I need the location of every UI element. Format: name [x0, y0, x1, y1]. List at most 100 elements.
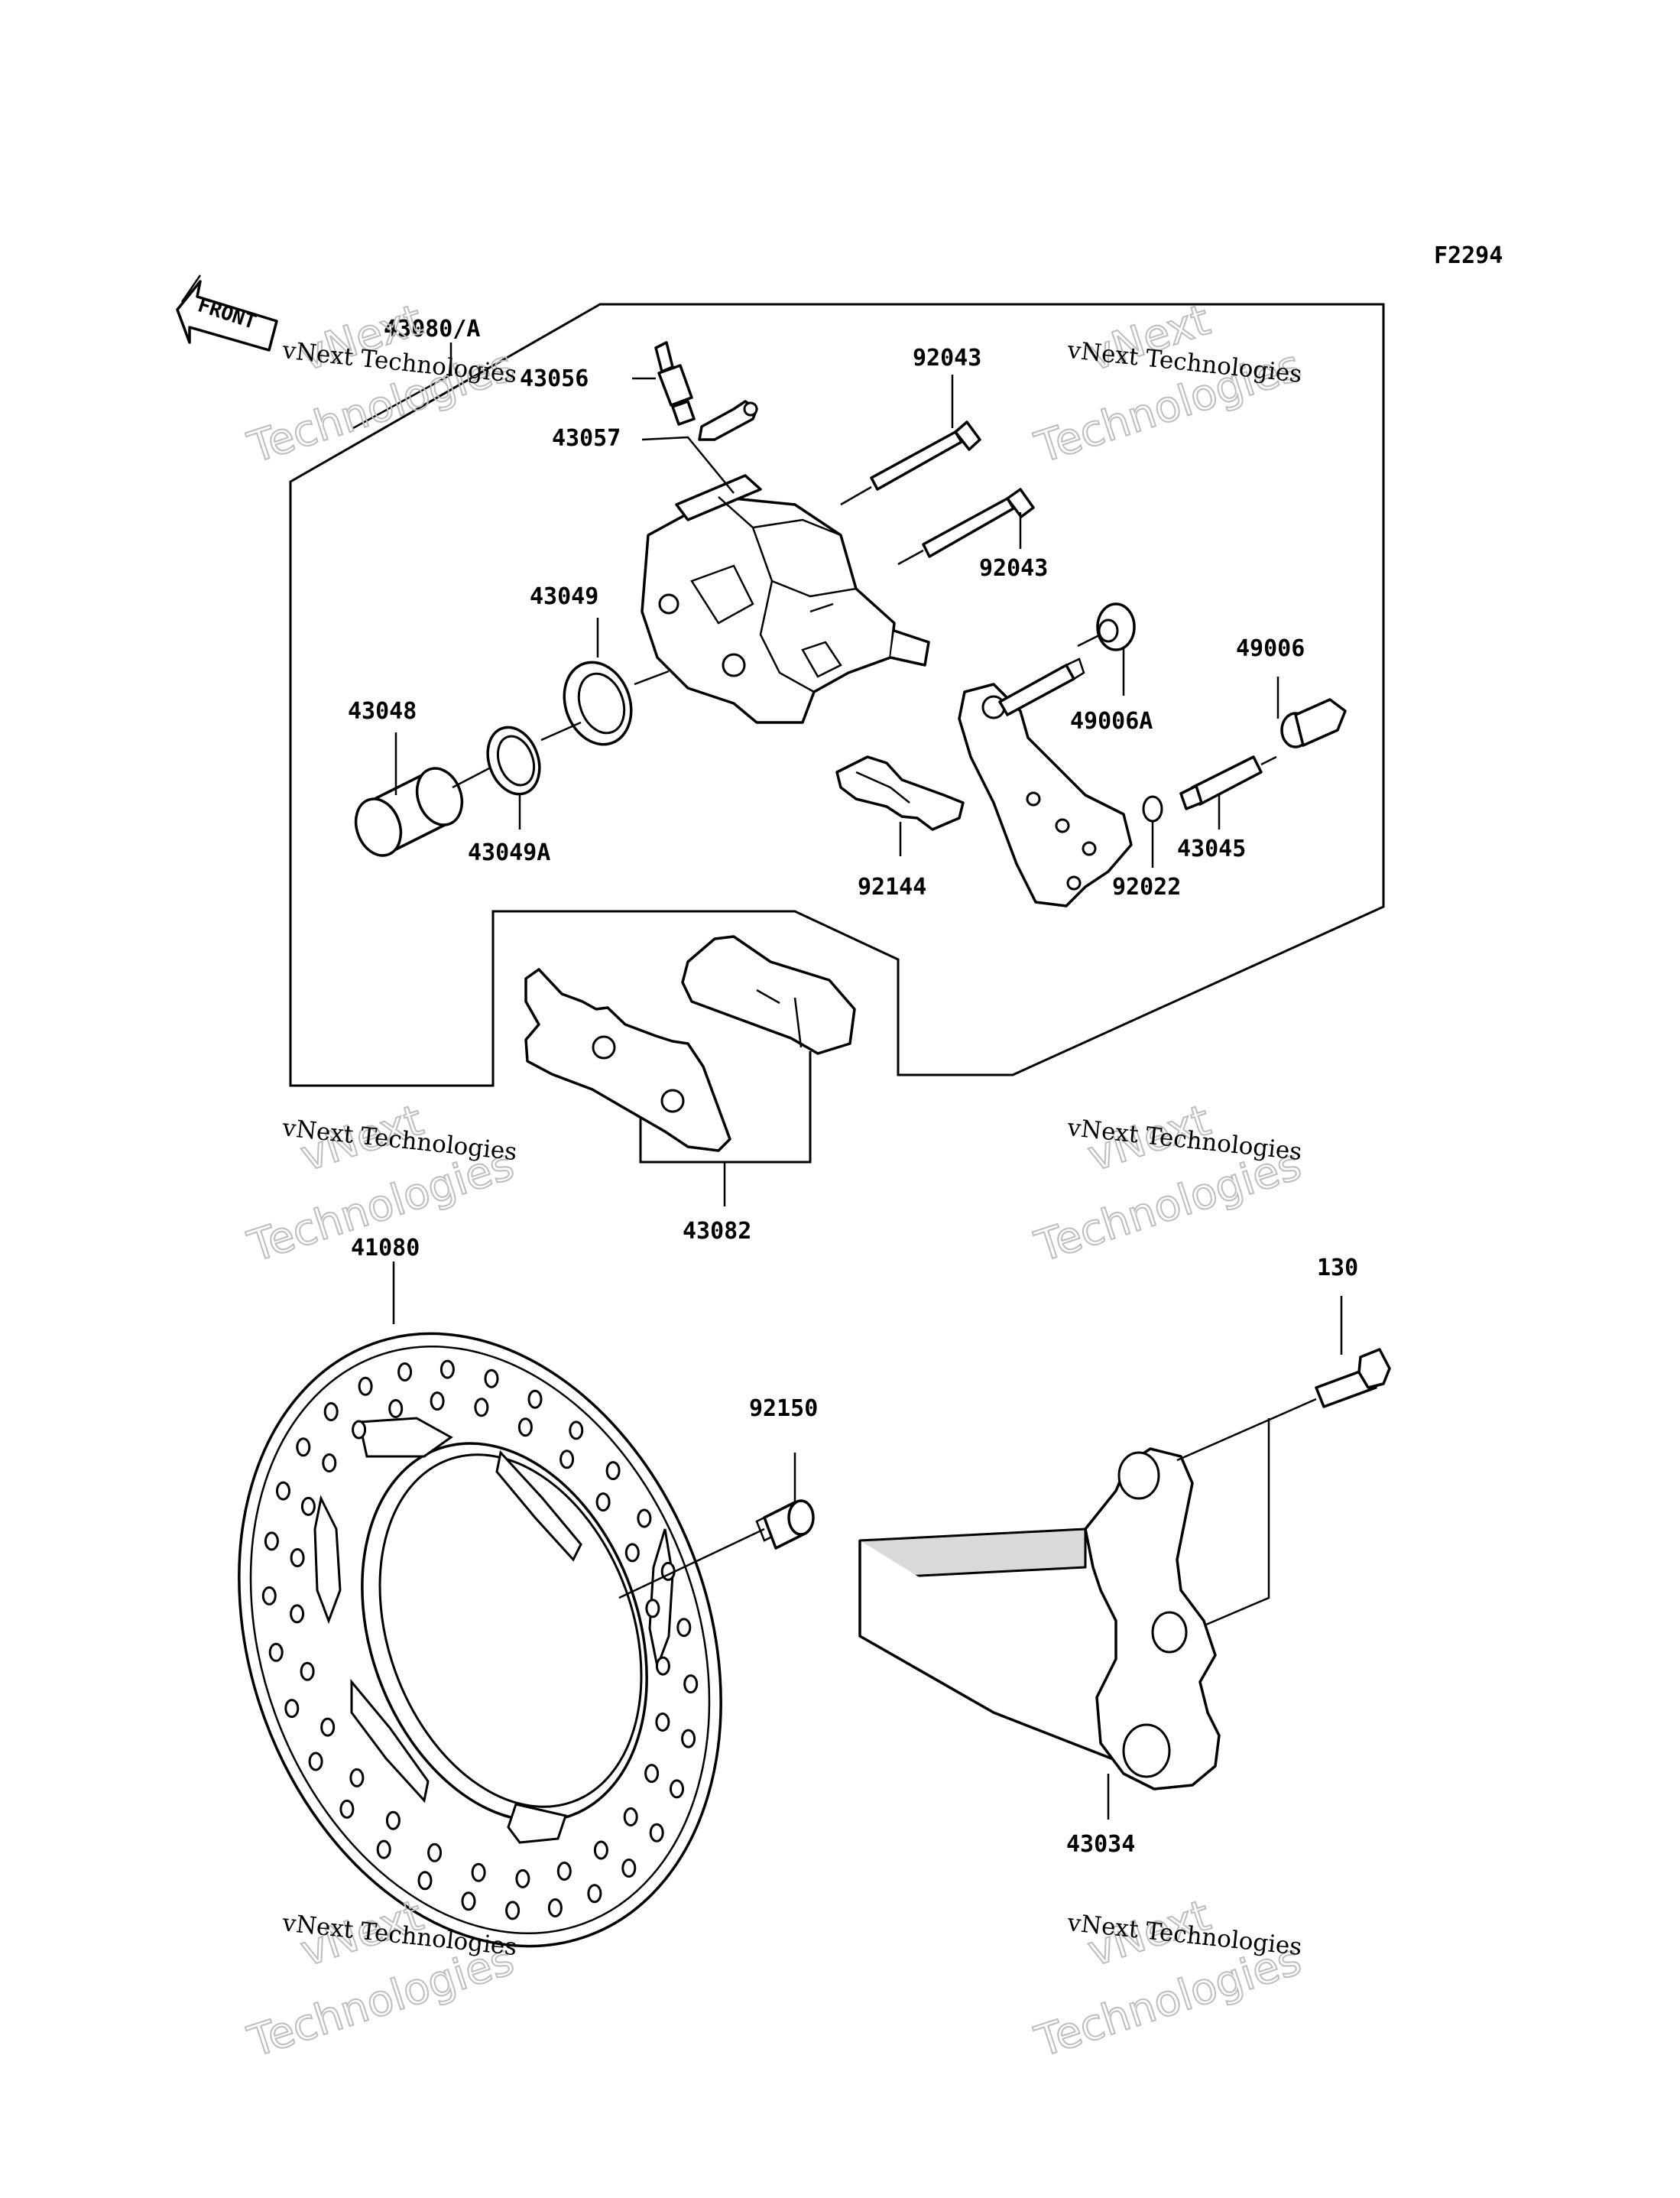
brake-disc-holes	[261, 1359, 699, 1920]
label-43048: 43048	[348, 698, 417, 725]
disc-vent-hole	[376, 1839, 391, 1859]
bleeder-valve	[654, 341, 696, 426]
brake-pad-front	[524, 968, 731, 1152]
brake-pad-back	[681, 935, 856, 1055]
disc-vent-hole	[587, 1884, 602, 1904]
label-92043-lower: 92043	[979, 555, 1048, 582]
disc-vent-hole	[517, 1417, 533, 1437]
disc-vent-hole	[474, 1398, 489, 1417]
bleeder-cap	[698, 400, 758, 441]
label-43080A: 43080/A	[384, 316, 480, 343]
disc-vent-hole	[527, 1389, 543, 1409]
disc-vent-hole	[644, 1764, 660, 1784]
circlip-92022	[1142, 795, 1163, 823]
watermark-middle-right: vNext Technologies vNext Technologies	[1029, 1095, 1308, 1273]
disc-vent-hole	[264, 1531, 279, 1551]
disc-vent-hole	[649, 1823, 664, 1842]
pin-43045	[1179, 755, 1277, 810]
disc-vent-hole	[268, 1642, 284, 1662]
disc-vent-hole	[388, 1399, 404, 1418]
disc-vent-hole	[505, 1901, 521, 1920]
disc-vent-hole	[623, 1807, 638, 1826]
disc-vent-hole	[515, 1868, 530, 1888]
disc-vent-hole	[569, 1420, 584, 1440]
disc-vent-hole	[322, 1453, 337, 1472]
caliper-assembly-outline	[289, 303, 1385, 1087]
disc-vent-hole	[417, 1871, 433, 1891]
disc-vent-hole	[320, 1717, 336, 1737]
bolt-130	[1315, 1348, 1391, 1408]
figure-code: F2294	[1434, 242, 1503, 269]
label-43082: 43082	[683, 1218, 751, 1245]
disc-vent-hole	[681, 1729, 696, 1748]
dust-seal-43049A	[486, 726, 541, 796]
boot-49006A	[1096, 602, 1136, 651]
disc-vent-hole	[427, 1842, 443, 1862]
disc-vent-hole	[339, 1799, 355, 1819]
label-92022: 92022	[1112, 874, 1181, 901]
disc-vent-hole	[645, 1599, 660, 1618]
caliper-bracket-small	[958, 633, 1133, 907]
label-92150: 92150	[749, 1395, 818, 1422]
disc-vent-hole	[290, 1604, 305, 1624]
disc-vent-hole	[349, 1768, 365, 1787]
bolt-130-leader	[1176, 1398, 1317, 1626]
boot-49006	[1280, 698, 1347, 748]
disc-vent-hole	[461, 1891, 476, 1911]
disc-vent-hole	[358, 1376, 373, 1396]
disc-vent-hole	[670, 1779, 684, 1799]
disc-vent-hole	[261, 1586, 277, 1605]
disc-vent-hole	[559, 1450, 575, 1469]
piston-seal-43049	[563, 661, 633, 746]
disc-vent-hole	[621, 1859, 637, 1878]
disc-bolt-92150	[755, 1499, 815, 1550]
watermark-top-right: vNext Technologies vNext Technologies	[1029, 294, 1308, 474]
slide-pin-upper	[840, 420, 981, 506]
disc-vent-hole	[296, 1437, 311, 1457]
disc-vent-hole	[439, 1359, 455, 1379]
disc-vent-hole	[605, 1461, 621, 1481]
disc-vent-hole	[471, 1862, 486, 1882]
label-49006: 49006	[1236, 635, 1305, 662]
disc-vent-hole	[300, 1661, 315, 1681]
caliper-body	[641, 474, 930, 724]
disc-vent-hole	[547, 1898, 563, 1917]
label-49006A: 49006A	[1070, 708, 1153, 735]
label-43045: 43045	[1177, 836, 1246, 862]
label-41080: 41080	[351, 1235, 420, 1261]
disc-vent-hole	[323, 1402, 339, 1421]
piston-axis	[452, 670, 670, 789]
caliper-bracket-43034	[858, 1447, 1221, 1791]
disc-vent-hole	[290, 1548, 305, 1567]
label-43034: 43034	[1066, 1831, 1135, 1858]
disc-vent-hole	[593, 1840, 608, 1860]
disc-vent-hole	[655, 1656, 670, 1676]
disc-vent-hole	[276, 1481, 290, 1501]
disc-vent-hole	[430, 1391, 445, 1411]
leader-lines	[352, 343, 1343, 1820]
watermark-bottom-right: vNext Technologies vNext Technologies	[1029, 1890, 1308, 2068]
slide-pin-lower	[897, 488, 1035, 566]
disc-vent-hole	[300, 1496, 316, 1516]
disc-vent-hole	[676, 1618, 692, 1638]
disc-vent-hole	[308, 1752, 323, 1771]
disc-vent-hole	[624, 1543, 640, 1563]
disc-vent-hole	[397, 1362, 413, 1381]
label-43049: 43049	[530, 583, 598, 610]
disc-vent-hole	[352, 1420, 367, 1440]
disc-vent-hole	[385, 1810, 401, 1830]
label-92043-upper: 92043	[913, 345, 981, 372]
disc-vent-hole	[595, 1492, 611, 1512]
label-92144: 92144	[858, 874, 926, 901]
disc-bolt-leader	[618, 1528, 765, 1599]
disc-vent-hole	[484, 1368, 499, 1388]
disc-vent-hole	[284, 1699, 300, 1719]
pad-spring-92144	[835, 755, 965, 831]
label-130: 130	[1317, 1255, 1358, 1281]
disc-vent-hole	[556, 1862, 572, 1881]
disc-vent-hole	[655, 1713, 670, 1732]
brake-disc	[238, 1332, 722, 1948]
front-direction-arrow-icon: FRONT	[176, 274, 278, 352]
